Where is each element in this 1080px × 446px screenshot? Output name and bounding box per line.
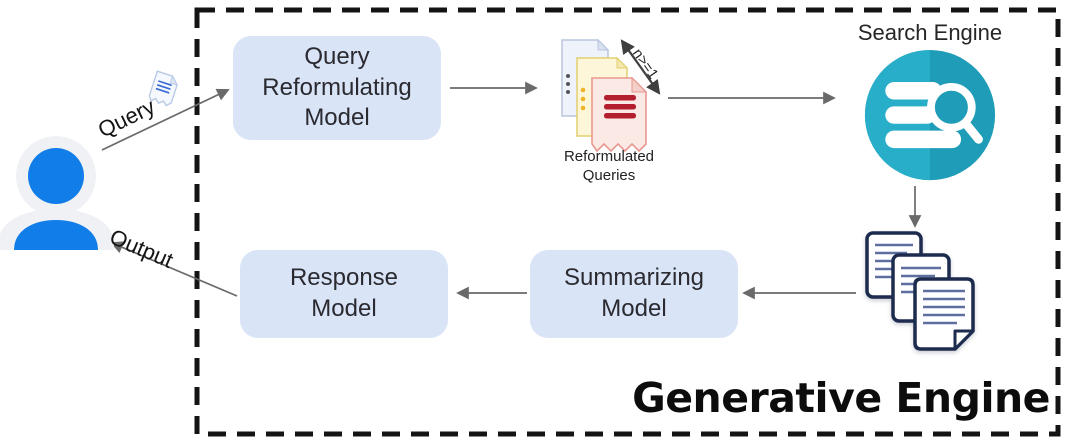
n-count-double-arrow [620, 39, 661, 95]
summarizing-model-box: Summarizing Model [530, 250, 738, 338]
query-reformulating-model-box: Query Reformulating Model [233, 36, 441, 140]
search-engine-icon [864, 49, 996, 181]
user-icon [0, 136, 114, 250]
response-model-label: Response Model [289, 264, 399, 322]
reformulated-queries-icon [561, 38, 648, 153]
query-reformulating-model-label: Query Reformulating Model [262, 42, 412, 132]
summarizing-model-label: Summarizing Model [563, 264, 705, 322]
diagram-title: Generative Engine [632, 374, 1050, 422]
response-model-box: Response Model [240, 250, 448, 338]
output-arrow [110, 241, 238, 297]
reformulated-queries-label: Reformulated Queries [563, 148, 655, 184]
query-arrow [101, 88, 230, 151]
query-document-icon [148, 70, 179, 107]
retrieved-documents-icon [865, 231, 975, 351]
generative-engine-boundary [194, 7, 1061, 437]
search-engine-label: Search Engine [857, 20, 1003, 45]
